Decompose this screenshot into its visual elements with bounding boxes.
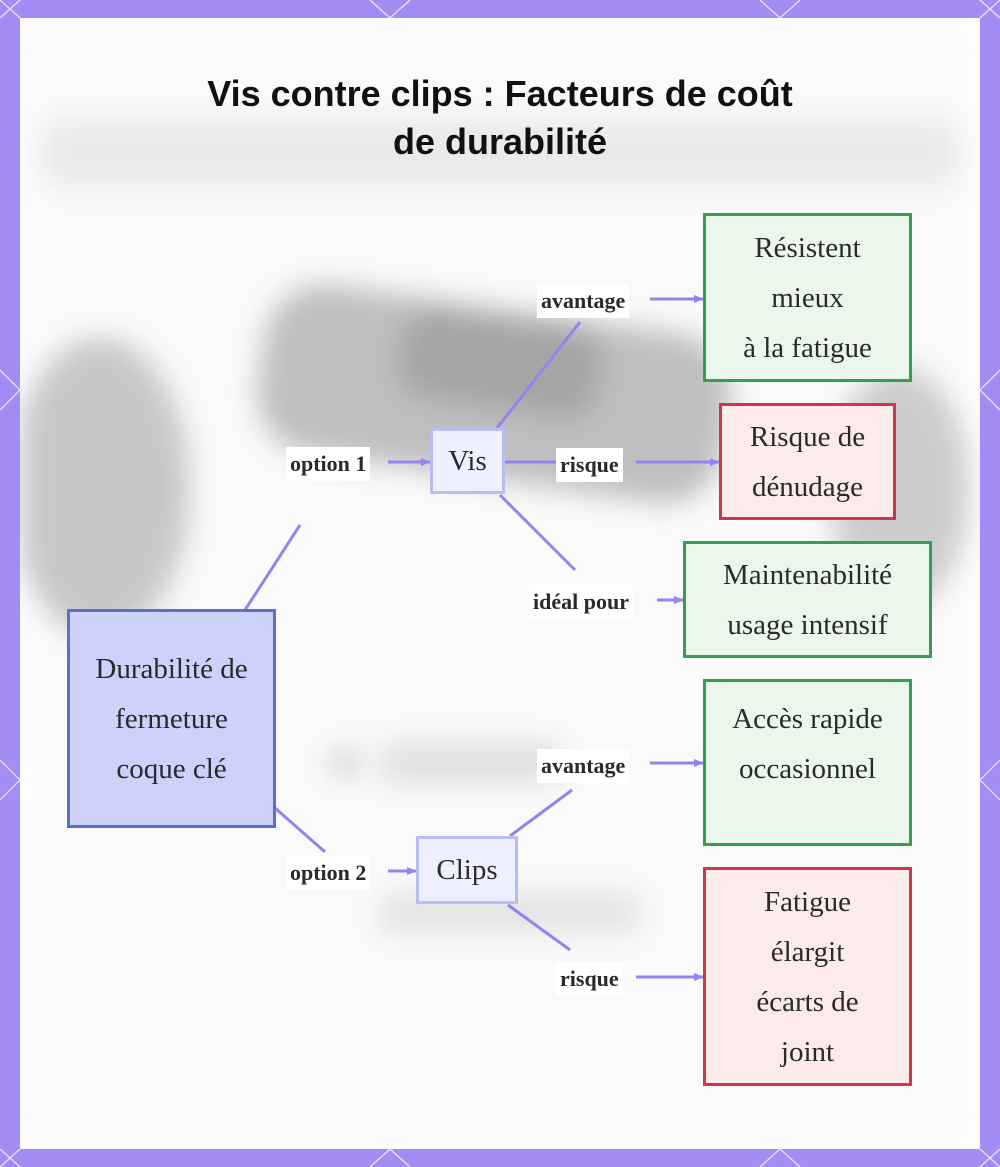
diagram-title: Vis contre clips : Facteurs de coût de d… [0, 70, 1000, 166]
edge-label-option-1: option 1 [286, 447, 371, 481]
node-root: Durabilité de fermeture coque clé [67, 609, 276, 828]
vis-advantage-line-3: à la fatigue [743, 331, 872, 364]
clips-risk-line-3: écarts de [756, 985, 859, 1018]
edge-label-clips-risk: risque [556, 962, 623, 996]
root-line-3: coque clé [116, 752, 227, 785]
clips-label: Clips [436, 854, 498, 886]
vis-risk-line-2: dénudage [751, 470, 864, 503]
vis-risk-line-1: Risque de [749, 420, 866, 453]
edge-label-vis-risk: risque [556, 448, 623, 482]
title-line-1: Vis contre clips : Facteurs de coût [207, 73, 793, 114]
title-line-2: de durabilité [392, 121, 608, 162]
vis-advantage-line-2: mieux [771, 281, 844, 314]
clips-risk-line-2: élargit [770, 935, 845, 968]
node-clips-risk: Fatigue élargit écarts de joint [703, 867, 912, 1086]
vis-label: Vis [448, 445, 487, 477]
node-vis-advantage: Résistent mieux à la fatigue [703, 213, 912, 382]
vis-advantage-line-1: Résistent [754, 231, 861, 264]
edge-label-clips-advantage: avantage [537, 749, 630, 783]
clips-advantage-line-2: occasionnel [739, 753, 876, 785]
root-line-1: Durabilité de [95, 652, 248, 685]
node-clips-advantage: Accès rapide occasionnel [703, 679, 912, 846]
edge-label-vis-ideal: idéal pour [529, 585, 633, 619]
edge-root-vis [243, 524, 302, 611]
edge-clips-risk [507, 903, 571, 952]
edge-vis-ideal [498, 493, 577, 572]
node-clips: Clips [416, 836, 518, 904]
node-vis-risk: Risque de dénudage [719, 403, 896, 520]
clips-advantage-line-1: Accès rapide [732, 703, 883, 735]
edge-label-vis-advantage: avantage [537, 284, 630, 318]
node-vis: Vis [430, 428, 505, 494]
edge-vis-advantage [495, 321, 582, 429]
node-vis-ideal: Maintenabilité usage intensif [683, 541, 932, 658]
vis-ideal-line-1: Maintenabilité [722, 558, 893, 591]
edge-root-clips [274, 806, 326, 854]
clips-risk-line-4: joint [780, 1035, 835, 1068]
edge-label-option-2: option 2 [286, 856, 371, 890]
vis-ideal-line-2: usage intensif [727, 608, 888, 641]
root-line-2: fermeture [115, 702, 228, 735]
edge-clips-advantage [509, 788, 573, 838]
clips-risk-line-1: Fatigue [764, 885, 851, 918]
